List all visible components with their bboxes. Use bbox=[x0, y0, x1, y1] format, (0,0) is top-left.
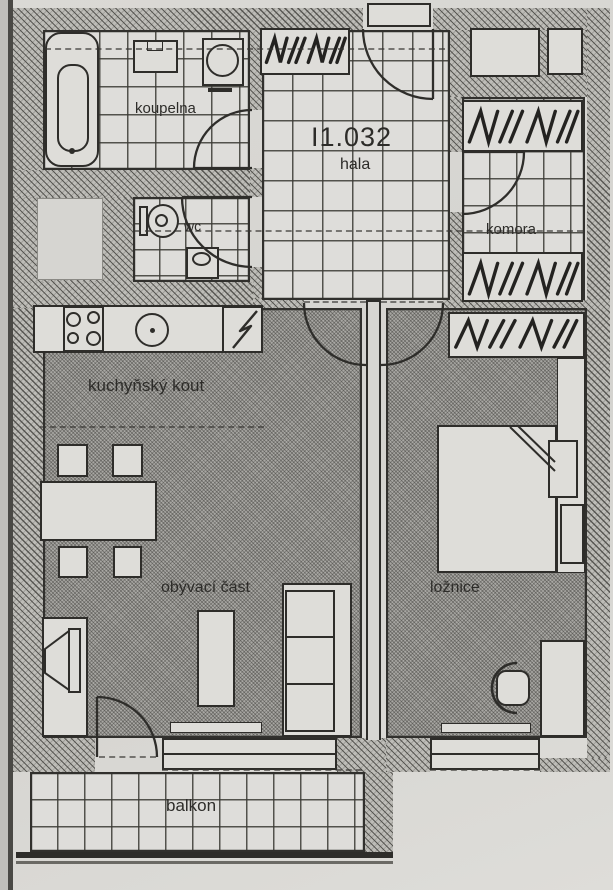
wall-komora-left-1 bbox=[450, 97, 462, 152]
stove-burner-3 bbox=[67, 332, 79, 344]
unit-number-label: I1.032 bbox=[311, 122, 393, 152]
living-window-sill bbox=[170, 722, 262, 733]
shelf-table bbox=[197, 610, 235, 707]
wall-komora-left-2 bbox=[450, 212, 462, 303]
bedroom-window-sill bbox=[441, 723, 531, 733]
stove-burner-1 bbox=[66, 312, 81, 327]
dining-chair-1 bbox=[57, 444, 88, 477]
duct-shaft-1 bbox=[470, 28, 540, 77]
balcony-floor bbox=[30, 772, 365, 852]
bedroom-desk bbox=[540, 640, 585, 737]
dashed-line-middle bbox=[135, 230, 583, 232]
photo-edge-line bbox=[8, 0, 13, 890]
sofa-cushion-divider-2 bbox=[286, 683, 334, 685]
wall-bath-wc bbox=[13, 170, 250, 197]
wall-under-bedroom-left bbox=[386, 738, 430, 772]
threshold-living-door bbox=[304, 301, 366, 303]
washing-machine-detail bbox=[147, 42, 163, 51]
duct-shaft-square bbox=[37, 198, 103, 280]
fridge bbox=[222, 306, 263, 353]
dashed-line-top bbox=[45, 48, 445, 50]
dining-chair-2 bbox=[112, 444, 143, 477]
bathtub-drain bbox=[69, 148, 75, 154]
stove-burner-2 bbox=[87, 311, 100, 324]
duct-shaft-2 bbox=[547, 28, 583, 75]
hall-floor bbox=[262, 30, 450, 300]
storage-label: komora bbox=[486, 221, 537, 238]
dining-table bbox=[40, 481, 157, 541]
stove-burner-4 bbox=[86, 331, 101, 346]
nightstand-1 bbox=[548, 440, 578, 498]
bathroom-label: koupelna bbox=[135, 100, 196, 117]
wall-divider-foot bbox=[337, 738, 393, 772]
kitchen-label: kuchyňský kout bbox=[88, 376, 205, 395]
bedroom-label: ložnice bbox=[430, 579, 480, 596]
hall-label: hala bbox=[340, 156, 371, 173]
entrance-door-recess bbox=[367, 3, 431, 27]
tv-niche bbox=[42, 617, 88, 737]
wall-bath-hall-1 bbox=[250, 30, 262, 110]
bedroom-window-mullion bbox=[431, 753, 539, 755]
living-window-mullion bbox=[163, 753, 336, 755]
wall-hall-bottom-left bbox=[253, 298, 304, 310]
wall-living-bedroom-partition bbox=[366, 300, 381, 740]
sofa-cushion-divider-1 bbox=[286, 636, 334, 638]
bed bbox=[437, 425, 557, 573]
living-label: obývací část bbox=[161, 579, 250, 596]
dashed-line-kitchen bbox=[40, 426, 264, 428]
wall-kitchen-top bbox=[13, 282, 253, 308]
threshold-balcony-door bbox=[99, 756, 156, 758]
wall-top-left bbox=[13, 8, 363, 30]
balcony-railing-inner bbox=[16, 861, 393, 864]
wall-balcony-right bbox=[365, 772, 393, 858]
toilet-seat bbox=[155, 214, 168, 227]
bathtub-basin-inner bbox=[57, 64, 89, 152]
wc-label: wc bbox=[184, 218, 202, 234]
threshold-bedroom-door bbox=[381, 301, 443, 303]
storage-wardrobe-top bbox=[462, 100, 583, 152]
wall-top-right bbox=[433, 8, 610, 30]
nightstand-2 bbox=[560, 504, 584, 564]
washbasin-tap bbox=[208, 88, 232, 92]
sofa-cushions bbox=[285, 590, 335, 732]
armchair-seat bbox=[496, 670, 530, 706]
storage-wardrobe-bottom bbox=[462, 252, 583, 302]
wall-bath-hall-2 bbox=[250, 168, 262, 197]
wall-bath-hall-3 bbox=[250, 267, 262, 303]
threshold-living-window bbox=[162, 769, 362, 771]
wall-bottom-right-piece bbox=[540, 758, 610, 772]
kitchen-sink-drain bbox=[150, 328, 155, 333]
photo-margin bbox=[0, 0, 8, 890]
wc-basin-bowl bbox=[192, 252, 211, 266]
threshold-bedroom-window bbox=[430, 769, 540, 771]
bedroom-wardrobe bbox=[448, 312, 585, 358]
hall-wardrobe bbox=[260, 28, 350, 75]
wall-komora-bottom bbox=[450, 300, 610, 310]
balcony-label: balkon bbox=[166, 796, 217, 815]
wall-right bbox=[587, 8, 610, 772]
dining-chair-3 bbox=[58, 546, 88, 578]
dining-chair-4 bbox=[113, 546, 142, 578]
balcony-railing-outer bbox=[16, 852, 393, 858]
